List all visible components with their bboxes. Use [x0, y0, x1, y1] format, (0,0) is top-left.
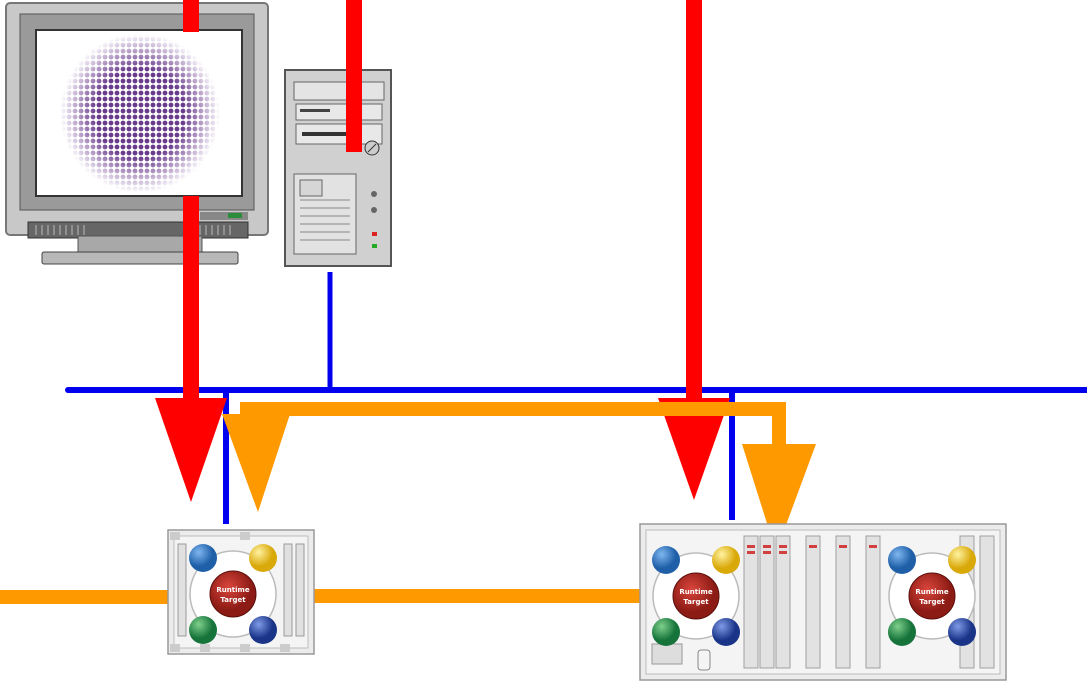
- runtime-target-line1: Runtime: [679, 588, 712, 596]
- yellow-quadrant-icon: [712, 546, 740, 574]
- download-arrow-left: [155, 0, 227, 502]
- runtime-target-line1: Runtime: [915, 588, 948, 596]
- runtime-target-badge: Runtime Target: [189, 544, 277, 644]
- runtime-target-badge: Runtime Target: [652, 546, 740, 646]
- green-quadrant-icon: [189, 616, 217, 644]
- blue-quadrant-icon: [888, 546, 916, 574]
- green-quadrant-icon: [652, 618, 680, 646]
- download-arrow-tower: [346, 0, 362, 152]
- green-quadrant-icon: [888, 618, 916, 646]
- blue-quadrant-icon: [189, 544, 217, 572]
- yellow-quadrant-icon: [249, 544, 277, 572]
- monitor-screen-image: [40, 34, 238, 192]
- runtime-core-icon: [908, 572, 956, 620]
- runtime-target-line1: Runtime: [216, 586, 249, 594]
- tower-pc-icon: [284, 69, 392, 267]
- runtime-target-line2: Target: [220, 596, 246, 604]
- yellow-quadrant-icon: [948, 546, 976, 574]
- runtime-core-icon: [672, 572, 720, 620]
- download-arrow-right: [658, 0, 730, 500]
- navy-quadrant-icon: [948, 618, 976, 646]
- runtime-target-line2: Target: [919, 598, 945, 606]
- runtime-target-line2: Target: [683, 598, 709, 606]
- navy-quadrant-icon: [249, 616, 277, 644]
- runtime-core-icon: [209, 570, 257, 618]
- monitor-icon: [5, 2, 269, 265]
- network-bus: [65, 272, 1087, 524]
- blue-quadrant-icon: [652, 546, 680, 574]
- navy-quadrant-icon: [712, 618, 740, 646]
- runtime-target-badge: Runtime Target: [888, 546, 976, 646]
